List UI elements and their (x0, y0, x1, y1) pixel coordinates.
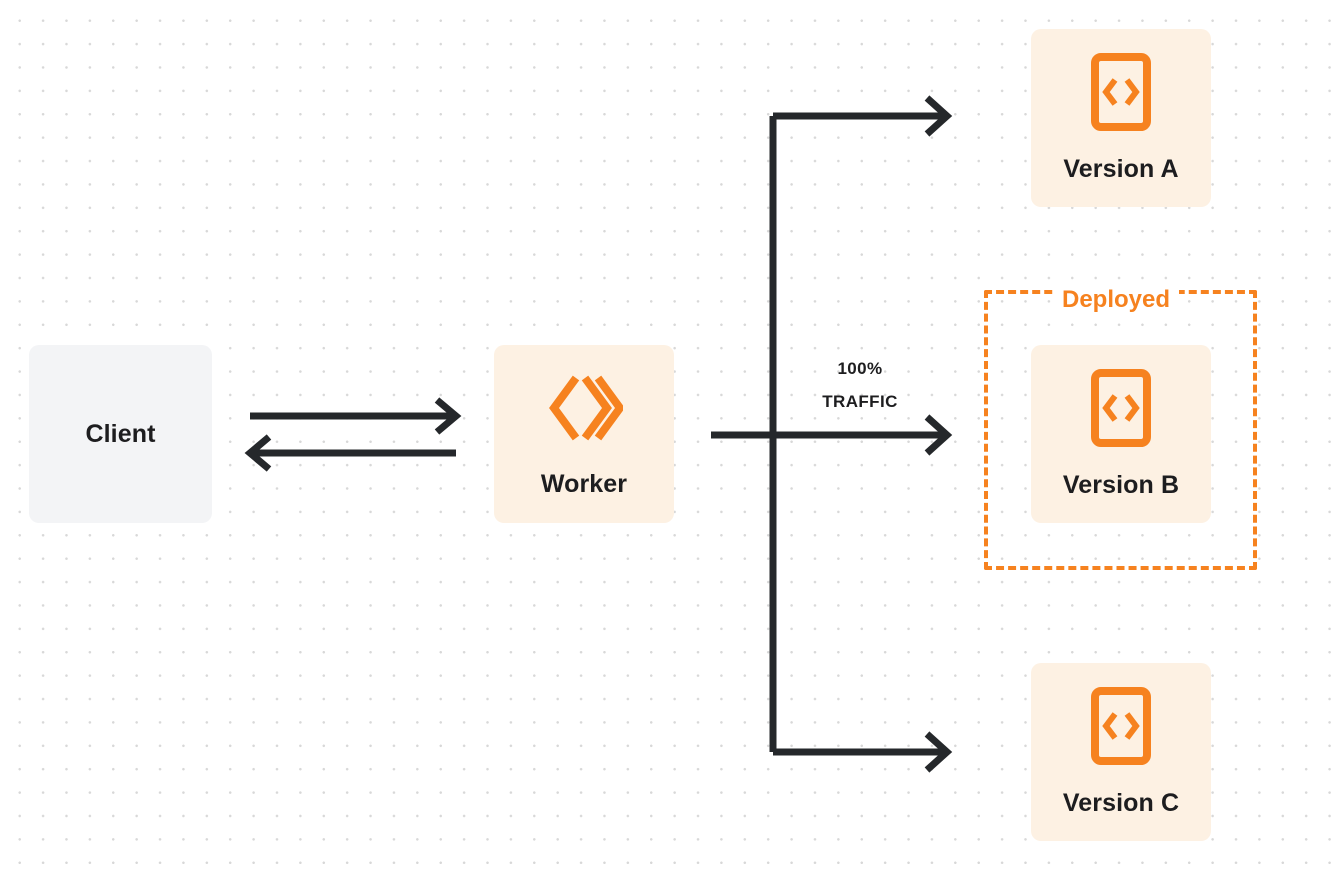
node-worker-label: Worker (540, 470, 628, 498)
code-file-icon (1090, 368, 1152, 453)
arrow-worker-to-version-b (711, 414, 953, 456)
arrow-bus-to-version-c (773, 731, 953, 773)
arrow-client-to-worker (250, 397, 462, 435)
traffic-word-label: TRAFFIC (822, 392, 898, 411)
node-version-a[interactable]: Version A (1031, 29, 1211, 207)
cloudflare-workers-logo-icon (545, 369, 625, 452)
traffic-percent-value: 100% (837, 359, 883, 378)
arrow-worker-to-client (244, 434, 456, 472)
node-version-c-label: Version C (1062, 789, 1180, 817)
node-client[interactable]: Client (29, 345, 212, 523)
code-file-icon (1090, 686, 1152, 771)
node-version-c[interactable]: Version C (1031, 663, 1211, 841)
node-version-b-label: Version B (1062, 471, 1180, 499)
arrow-bus-to-version-a (773, 95, 953, 137)
deployed-label: Deployed (1053, 287, 1180, 313)
node-version-a-label: Version A (1063, 155, 1179, 183)
node-version-b[interactable]: Version B (1031, 345, 1211, 523)
node-worker[interactable]: Worker (494, 345, 674, 523)
traffic-annotation: 100% TRAFFIC (790, 352, 930, 418)
code-file-icon (1090, 52, 1152, 137)
node-client-label: Client (85, 419, 156, 448)
